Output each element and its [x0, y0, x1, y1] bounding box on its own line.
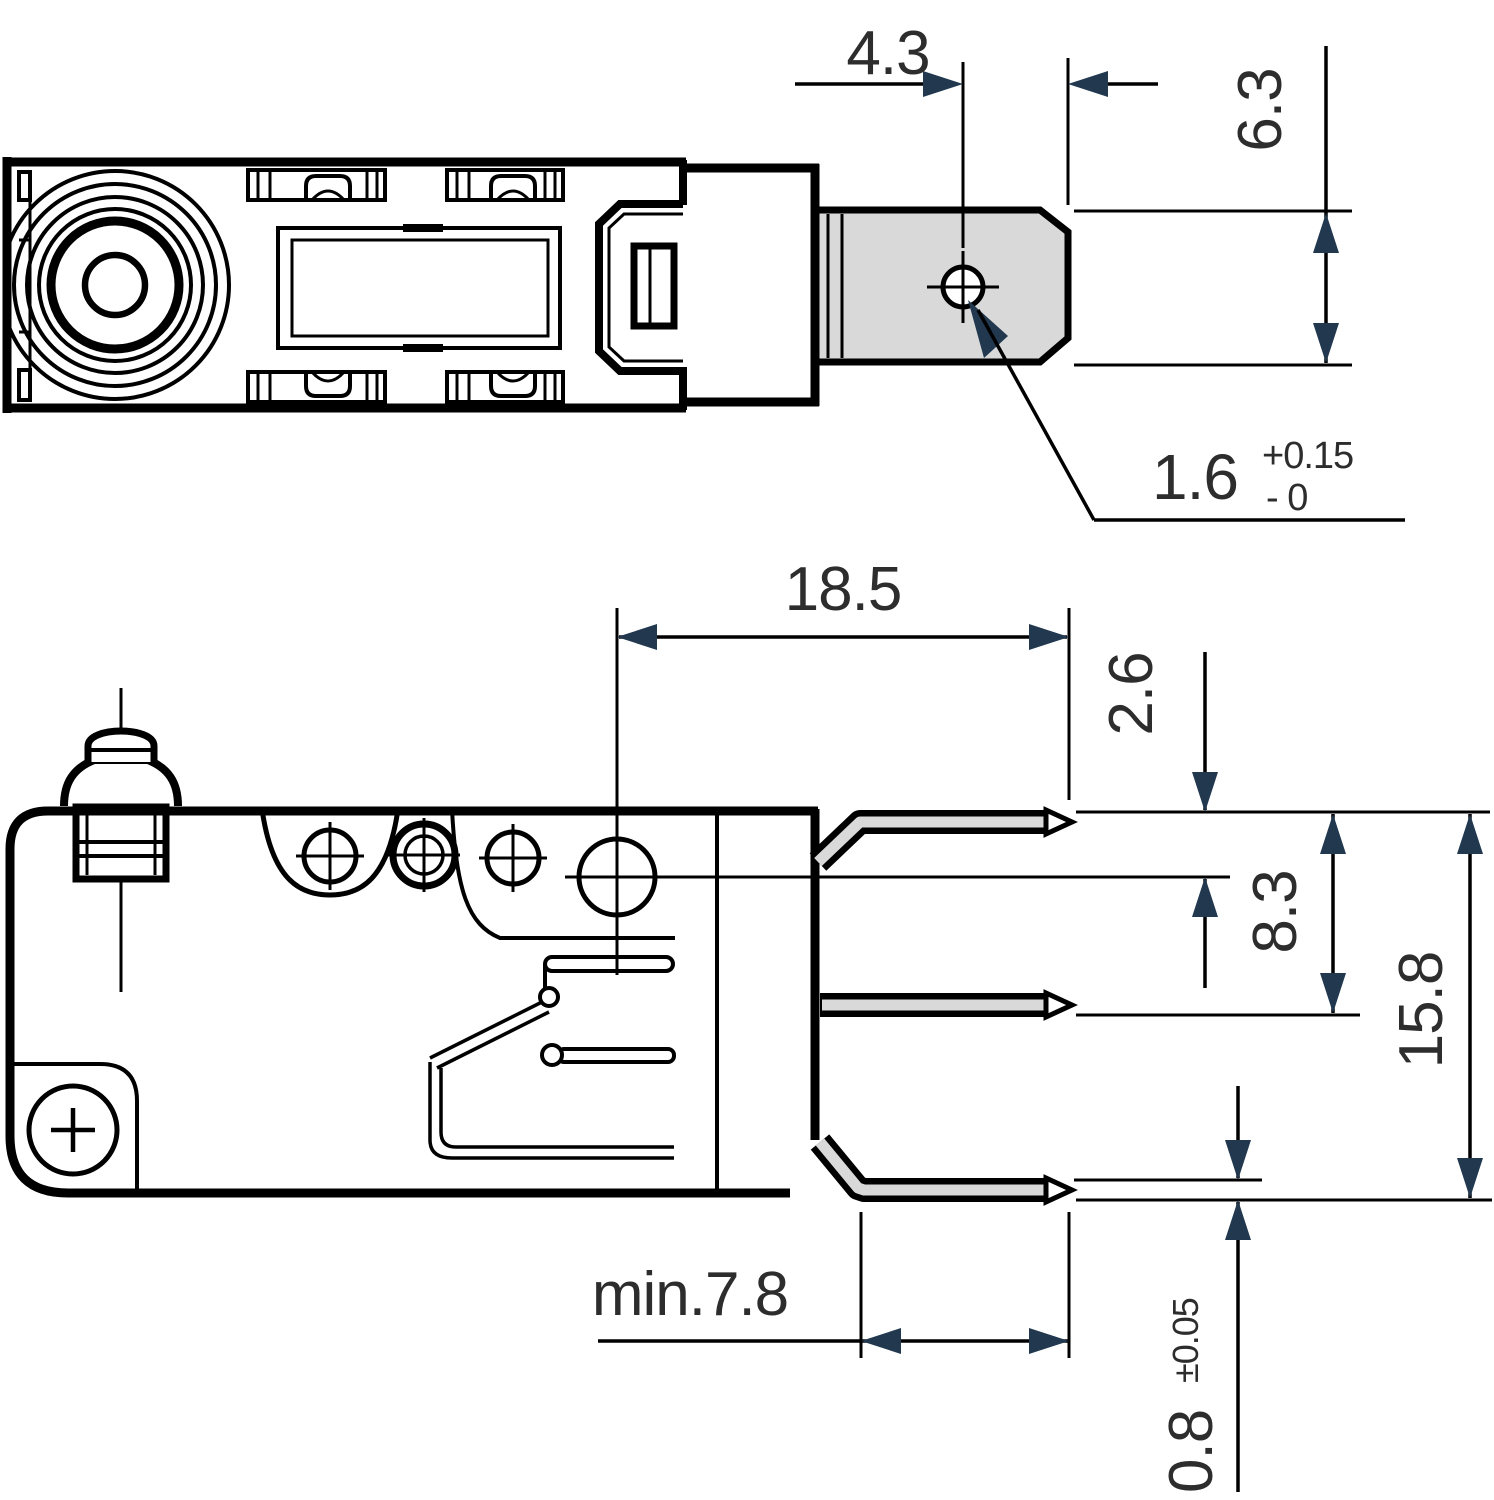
top-view-body: [3, 157, 819, 413]
dim-1-6: 1.6 +0.15 - 0: [968, 300, 1405, 522]
terminal-tab: [812, 206, 1072, 366]
dim-0-8: 0.8 ±0.05: [1157, 1086, 1251, 1493]
dim-1-6-tol-plus: +0.15: [1262, 435, 1353, 477]
dim-15-8-label: 15.8: [1387, 952, 1456, 1069]
bottom-terminal: [810, 1134, 1078, 1206]
lever-mechanism: [428, 955, 676, 1160]
dim-2-6-label: 2.6: [1097, 652, 1166, 735]
dim-18-5-label: 18.5: [785, 555, 902, 624]
dim-0-8-label: 0.8: [1157, 1410, 1226, 1493]
dim-8-3-label: 8.3: [1241, 870, 1310, 953]
dim-15-8: 15.8: [1387, 814, 1483, 1198]
top-clip-1: [246, 168, 387, 202]
dim-1-6-tol-minus: - 0: [1266, 477, 1307, 519]
middle-terminal: [820, 989, 1078, 1021]
dim-2-6: 2.6: [1097, 652, 1218, 988]
dim-4-3: 4.3: [795, 19, 1158, 248]
top-terminal: [809, 806, 1078, 871]
dim-min-7-8: min.7.8: [592, 1212, 1071, 1358]
dim-0-8-tol: ±0.05: [1165, 1298, 1206, 1383]
top-clip-2: [445, 168, 565, 202]
mounting-ear: [8, 1062, 139, 1193]
dim-4-3-label: 4.3: [846, 19, 929, 88]
dim-18-5: 18.5: [615, 555, 1071, 975]
extension-lines: [1074, 810, 1492, 1202]
side-view-outline: [5, 806, 820, 1198]
top-view: 4.3 6.3 1.6 +0.15 - 0: [2, 19, 1405, 522]
side-view: 18.5 2.6 8.3 15.8: [5, 555, 1492, 1493]
central-recess: [276, 224, 562, 352]
bottom-clip-1: [246, 370, 387, 404]
keyway: [595, 200, 683, 375]
plunger: [60, 688, 182, 992]
dim-6-3: 6.3: [1074, 46, 1352, 367]
terminals: [809, 806, 1078, 1206]
dim-1-6-label: 1.6: [1152, 441, 1238, 513]
dim-6-3-label: 6.3: [1226, 68, 1295, 151]
left-edge-details: [17, 170, 32, 402]
plunger-circles: [8, 169, 231, 401]
dim-min-7-8-label: min.7.8: [592, 1260, 788, 1329]
dim-8-3: 8.3: [1241, 814, 1346, 1013]
bottom-clip-2: [445, 370, 565, 404]
